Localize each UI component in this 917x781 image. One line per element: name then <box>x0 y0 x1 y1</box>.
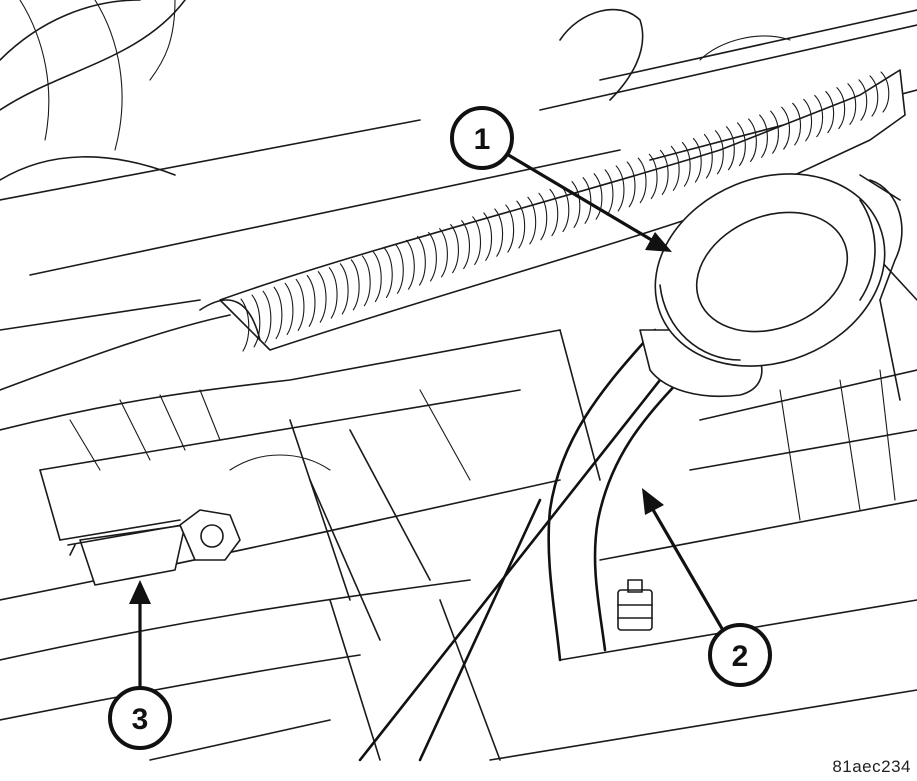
dipstick-tube <box>358 328 692 762</box>
harness-rib <box>681 141 691 187</box>
harness-rib <box>880 71 890 113</box>
harness-rib <box>725 126 735 171</box>
tube-fastener <box>617 579 653 631</box>
harness-rib <box>361 255 371 307</box>
harness-rib <box>637 157 647 204</box>
harness-rib <box>836 87 846 130</box>
harness-rib <box>792 102 802 146</box>
harness-rib <box>505 204 515 253</box>
harness-rib <box>648 153 658 200</box>
callout-2-circle <box>708 623 772 687</box>
harness-rib <box>659 149 669 195</box>
harness-rib <box>405 239 415 290</box>
harness-rib <box>439 228 448 278</box>
harness-rib <box>372 251 382 303</box>
harness-rib <box>803 98 813 142</box>
harness-rib <box>781 106 790 150</box>
callout-3: 3 <box>108 580 172 750</box>
harness-rib <box>703 134 713 179</box>
harness-rib <box>306 274 316 327</box>
harness-rib <box>483 212 493 261</box>
harness-rib <box>394 243 404 294</box>
harness-rib <box>284 282 294 336</box>
harness-rib <box>759 114 768 158</box>
harness-rib <box>350 259 360 311</box>
harness-rib <box>825 91 835 134</box>
harness-rib <box>571 181 581 228</box>
callout-1: 1 <box>450 106 672 252</box>
harness-rib <box>494 208 504 257</box>
callout-3-number: 3 <box>132 703 149 736</box>
harness-rib <box>670 145 680 191</box>
harness-rib <box>869 75 879 117</box>
harness-rib <box>317 271 327 323</box>
harness-rib <box>273 286 283 340</box>
harness-rib <box>692 137 702 183</box>
wiring-harness <box>199 69 906 352</box>
callout-2: 2 <box>642 488 772 687</box>
callout-2-number: 2 <box>732 640 749 673</box>
harness-rib <box>604 169 614 216</box>
engine-housing <box>0 174 917 761</box>
background-structure <box>0 0 917 331</box>
harness-rib <box>450 224 459 274</box>
harness-rib <box>770 110 779 154</box>
harness-rib <box>295 278 305 331</box>
harness-rib <box>251 294 261 348</box>
harness-rib <box>626 161 636 208</box>
dipstick-handle <box>639 173 886 398</box>
harness-rib <box>615 165 625 212</box>
figure-code: 81aec234 <box>832 757 911 776</box>
harness-rib <box>593 173 603 220</box>
harness-rib <box>428 231 437 282</box>
callout-1-circle <box>450 106 514 170</box>
sensor-bolt <box>67 509 241 586</box>
harness-rib <box>858 79 868 121</box>
harness-rib <box>240 298 250 352</box>
harness-rib <box>814 94 824 138</box>
harness-rib <box>582 177 592 224</box>
harness-rib <box>737 122 746 167</box>
harness-rib <box>472 216 482 266</box>
harness-rib <box>339 263 349 315</box>
harness-rib <box>461 220 470 270</box>
harness-rib <box>847 83 857 125</box>
harness-rib <box>262 290 272 344</box>
callout-1-number: 1 <box>474 123 491 156</box>
harness-rib <box>714 130 724 175</box>
harness-rib <box>417 235 426 286</box>
harness-rib <box>328 267 338 319</box>
harness-rib <box>516 200 526 249</box>
harness-rib <box>549 188 559 237</box>
harness-rib <box>527 196 537 245</box>
harness-rib <box>748 118 757 162</box>
harness-rib <box>538 192 548 241</box>
callout-3-circle <box>108 686 172 750</box>
harness-rib <box>383 247 393 298</box>
